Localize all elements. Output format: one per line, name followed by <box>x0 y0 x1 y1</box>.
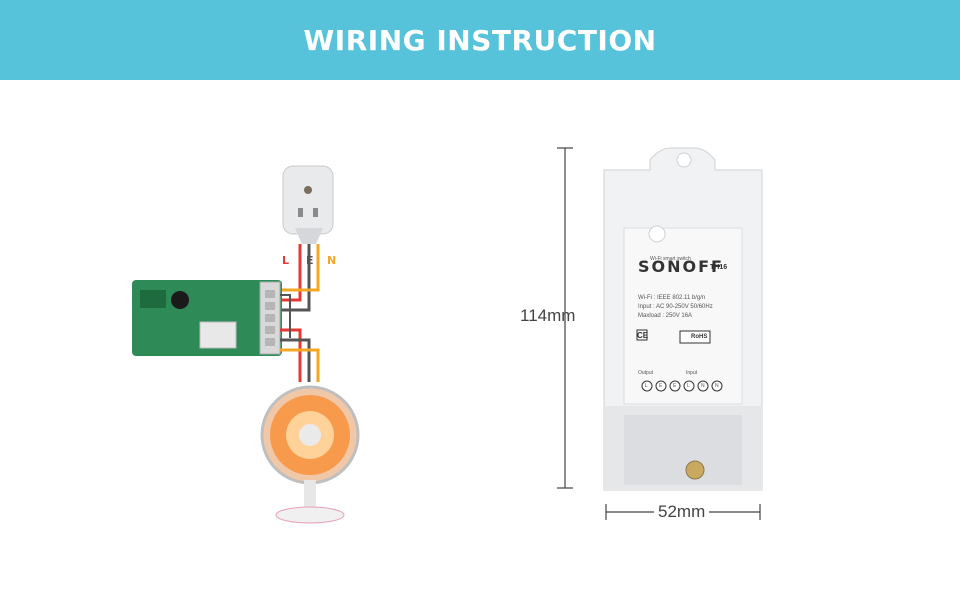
output-label: Output <box>638 370 654 376</box>
device-tagline: Wi-Fi smart switch <box>650 256 691 262</box>
wire-label-neutral: N <box>327 254 337 267</box>
wiring-illustration <box>132 165 360 524</box>
terminal-4: L <box>687 383 690 389</box>
device-spec-maxload: Maxload : 250V 16A <box>638 313 693 319</box>
smart-switch-device <box>603 147 763 491</box>
terminal-5: N <box>701 383 705 389</box>
wire-label-live: L <box>282 254 290 267</box>
plug-icon <box>282 165 334 244</box>
heater-icon <box>260 385 360 524</box>
wire-label-earth: E <box>306 254 314 267</box>
device-spec-input: Input : AC 90-250V 50/60Hz <box>638 304 713 310</box>
width-dimension: 52mm <box>654 502 710 522</box>
input-label: Input <box>686 370 698 376</box>
terminal-6: N <box>715 383 719 389</box>
terminal-2: E <box>659 383 663 389</box>
terminal-3: E <box>673 383 677 389</box>
device-brand: SONOFF <box>638 257 724 276</box>
device-spec-wifi: Wi-Fi : IEEE 802.11 b/g/n <box>638 295 706 301</box>
terminal-1: L <box>645 383 648 389</box>
device-diagram: Wi-Fi smart switch SONOFF TH16 Wi-Fi : I… <box>520 130 820 550</box>
device-illustration <box>557 147 763 520</box>
device-model: TH16 <box>710 264 728 271</box>
ce-mark: CE <box>637 331 649 340</box>
rohs-mark: RoHS <box>691 334 708 340</box>
wiring-diagram: L E N <box>120 150 380 530</box>
page-title: WIRING INSTRUCTION <box>303 23 657 57</box>
height-dimension: 114mm <box>520 306 576 325</box>
circuit-board-icon <box>132 280 282 356</box>
header-banner: WIRING INSTRUCTION <box>0 0 960 80</box>
